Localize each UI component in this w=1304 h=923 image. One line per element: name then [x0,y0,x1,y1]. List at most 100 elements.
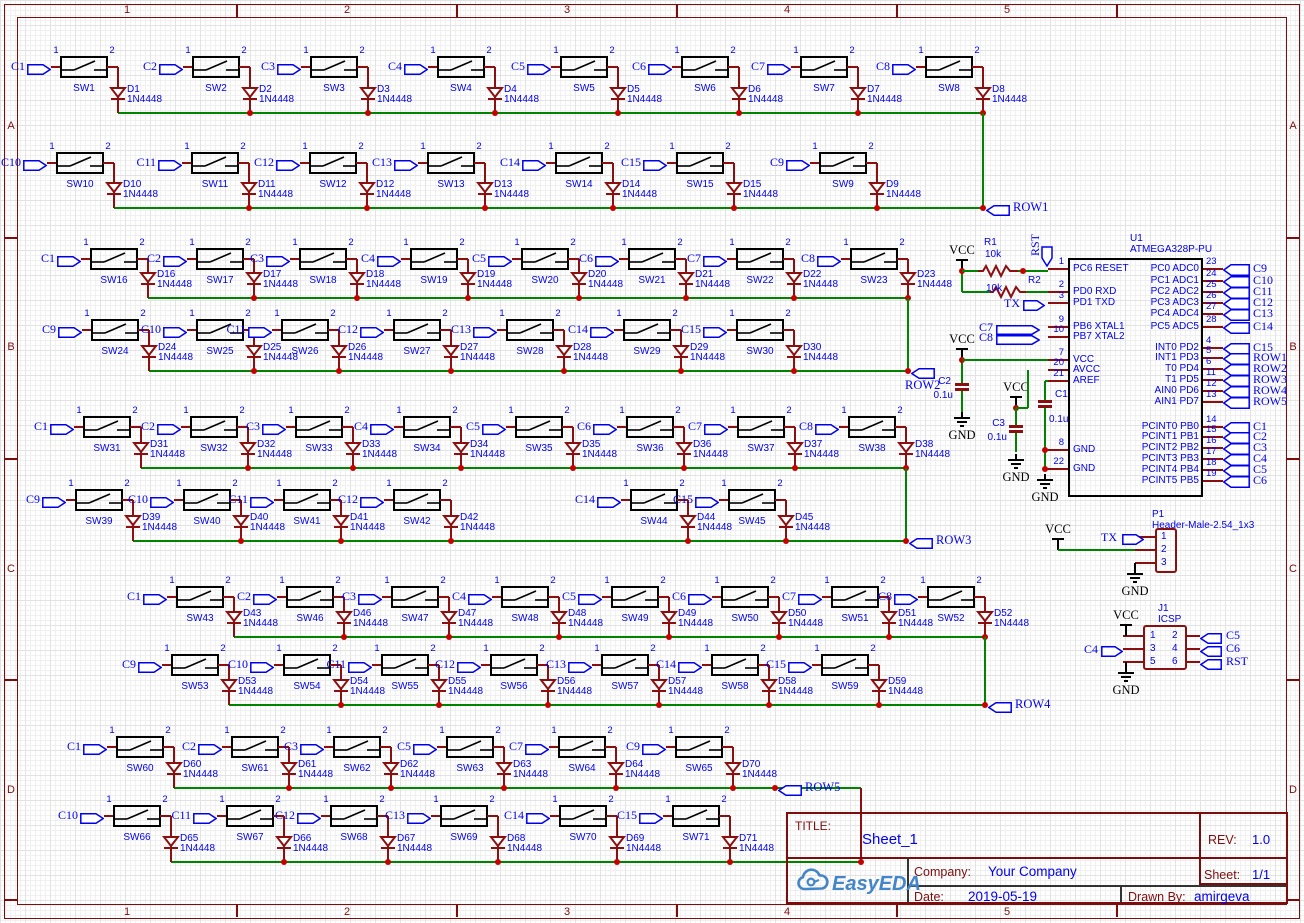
diode-D22[interactable] [784,272,804,286]
row-flag-ROW3[interactable] [908,536,933,549]
net-flag-C12[interactable] [276,158,301,171]
switch-SW71[interactable] [671,804,721,828]
switch-ref[interactable]: SW59 [831,681,859,692]
diode-ref[interactable]: D52 [994,608,1013,619]
diode-ref[interactable]: D2 [259,84,272,95]
diode-ref[interactable]: D14 [622,179,641,190]
vcc-flag[interactable]: VCC [1003,380,1029,394]
diode-ref[interactable]: D9 [886,179,899,190]
switch-ref[interactable]: SW33 [305,443,333,454]
diode-ref[interactable]: D34 [470,439,489,450]
net-flag-ROW1[interactable] [1222,352,1250,365]
switch-ref[interactable]: SW3 [323,83,345,94]
switch-SW31[interactable] [82,415,132,439]
diode-ref[interactable]: D12 [376,179,395,190]
switch-SW40[interactable] [182,488,232,512]
switch-SW28[interactable] [505,318,555,342]
capacitor[interactable] [955,383,969,386]
diode-ref[interactable]: D1 [127,84,140,95]
net-flag-C15[interactable] [788,660,813,673]
diode-ref[interactable]: D39 [142,512,161,523]
diode-D43[interactable] [224,611,244,625]
net-flag-C13[interactable] [407,811,432,824]
net-flag-ROW3[interactable] [1222,374,1250,387]
switch-ref[interactable]: SW49 [621,613,649,624]
switch-ref[interactable]: SW15 [686,179,714,190]
net-flag-C15[interactable] [703,325,728,338]
diode-D15[interactable] [724,182,744,196]
switch-SW60[interactable] [115,735,165,759]
switch-SW69[interactable] [439,804,489,828]
switch-SW3[interactable] [309,55,359,79]
switch-ref[interactable]: SW34 [413,443,441,454]
net-flag-C10[interactable] [163,325,188,338]
switch-ref[interactable]: SW71 [682,832,710,843]
header-part[interactable]: ICSP [1158,614,1182,625]
row-flag-ROW1[interactable] [985,203,1010,216]
diode-D59[interactable] [869,679,889,693]
diode-D39[interactable] [123,515,143,529]
switch-SW1[interactable] [59,55,109,79]
switch-SW56[interactable] [489,653,539,677]
resistor-R1[interactable] [978,263,1018,279]
diode-ref[interactable]: D61 [298,759,317,770]
switch-SW48[interactable] [500,585,550,609]
switch-ref[interactable]: SW13 [437,179,465,190]
diode-ref[interactable]: D33 [362,439,381,450]
switch-SW24[interactable] [90,318,140,342]
diode-D48[interactable] [549,611,569,625]
switch-ref[interactable]: SW29 [633,346,661,357]
diode-ref[interactable]: D32 [257,439,276,450]
diode-ref[interactable]: D6 [748,84,761,95]
net-flag-C3[interactable] [277,62,302,75]
diode-D35[interactable] [563,442,583,456]
switch-ref[interactable]: SW36 [636,443,664,454]
net-flag-C8[interactable] [817,254,842,267]
net-flag-C4[interactable] [1101,644,1124,657]
diode-ref[interactable]: D47 [458,608,477,619]
diode-ref[interactable]: D62 [400,759,419,770]
net-flag-C9[interactable] [786,158,811,171]
net-flag-C2[interactable] [1222,431,1250,444]
diode-D5[interactable] [608,87,628,101]
diode-D11[interactable] [239,182,259,196]
switch-SW9[interactable] [818,151,868,175]
diode-D37[interactable] [785,442,805,456]
net-flag-C5[interactable] [482,422,507,435]
diode-D57[interactable] [649,679,669,693]
net-flag-C6[interactable] [688,592,713,605]
resistor-ref[interactable]: R1 [984,237,997,248]
switch-SW45[interactable] [727,488,777,512]
switch-ref[interactable]: SW51 [841,613,869,624]
switch-SW17[interactable] [195,247,245,271]
switch-SW13[interactable] [426,151,476,175]
switch-SW33[interactable] [294,415,344,439]
net-flag-C7[interactable] [525,742,550,755]
capacitor[interactable] [955,388,969,391]
switch-ref[interactable]: SW58 [721,681,749,692]
switch-SW22[interactable] [735,247,785,271]
net-flag-C4[interactable] [377,254,402,267]
switch-SW10[interactable] [55,151,105,175]
switch-ref[interactable]: SW35 [525,443,553,454]
switch-SW14[interactable] [554,151,604,175]
sheet-value[interactable]: 1/1 [1252,867,1271,882]
net-flag-C11[interactable] [348,660,373,673]
drawn-by-value[interactable]: amirgeva [1194,889,1250,904]
diode-ref[interactable]: D45 [795,512,814,523]
net-flag-C14[interactable] [1222,321,1250,334]
switch-ref[interactable]: SW6 [694,83,716,94]
diode-D33[interactable] [343,442,363,456]
diode-D19[interactable] [458,272,478,286]
diode-D41[interactable] [331,515,351,529]
switch-SW8[interactable] [924,55,974,79]
switch-SW44[interactable] [629,488,679,512]
switch-ref[interactable]: SW38 [858,443,886,454]
switch-SW63[interactable] [445,735,495,759]
net-flag-C9[interactable] [58,325,83,338]
switch-SW53[interactable] [170,653,220,677]
net-flag-ROW4[interactable] [1222,385,1250,398]
diode-D8[interactable] [973,87,993,101]
diode-D40[interactable] [231,515,251,529]
switch-SW37[interactable] [736,415,786,439]
